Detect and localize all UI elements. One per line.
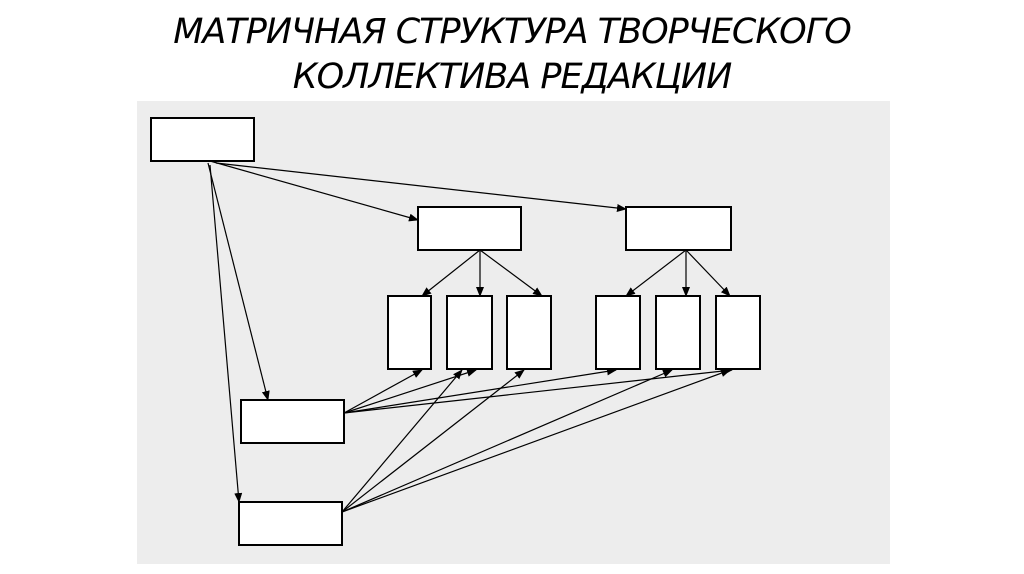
arrow-project-lead-2-to-staff-1c <box>341 369 525 513</box>
box-staff-1a <box>387 295 432 370</box>
arrow-project-lead-1-to-staff-2c <box>343 367 733 414</box>
box-dept-head-2 <box>625 206 732 251</box>
boxes-layer <box>150 117 761 546</box>
arrow-dept-head-2-to-staff-2c <box>685 249 731 297</box>
arrow-top-manager-to-dept-head-2 <box>215 162 627 212</box>
slide-title-line-2: КОЛЛЕКТИВА РЕДАКЦИИ <box>292 57 733 97</box>
box-project-lead-2 <box>238 501 343 546</box>
arrow-project-lead-2-to-staff-2c <box>341 369 731 513</box>
arrow-top-manager-to-project-lead-1 <box>207 162 270 401</box>
box-project-lead-1 <box>240 399 345 444</box>
box-staff-1b <box>446 295 493 370</box>
box-staff-2b <box>655 295 701 370</box>
arrow-dept-head-1-to-staff-1c <box>479 249 543 297</box>
box-staff-2c <box>715 295 761 370</box>
links-layer <box>207 160 733 513</box>
arrow-project-lead-2-to-staff-2b <box>341 369 673 513</box>
arrow-dept-head-1-to-staff-1a <box>421 249 481 297</box>
arrow-project-lead-1-to-staff-2a <box>343 367 617 414</box>
box-staff-2a <box>595 295 641 370</box>
slide-title: МАТРИЧНАЯ СТРУКТУРА ТВОРЧЕСКОГО КОЛЛЕКТИ… <box>0 10 1024 100</box>
arrow-project-lead-2-to-staff-1b <box>341 369 463 513</box>
box-top-manager <box>150 117 255 162</box>
arrow-dept-head-2-to-staff-2a <box>625 249 687 297</box>
arrow-project-lead-1-to-staff-1a <box>343 369 423 414</box>
box-staff-1c <box>506 295 552 370</box>
box-dept-head-1 <box>417 206 522 251</box>
arrow-top-manager-to-project-lead-2 <box>209 164 243 503</box>
arrow-top-manager-to-dept-head-1 <box>209 160 419 222</box>
slide-title-line-1: МАТРИЧНАЯ СТРУКТУРА ТВОРЧЕСКОГО <box>173 12 852 52</box>
